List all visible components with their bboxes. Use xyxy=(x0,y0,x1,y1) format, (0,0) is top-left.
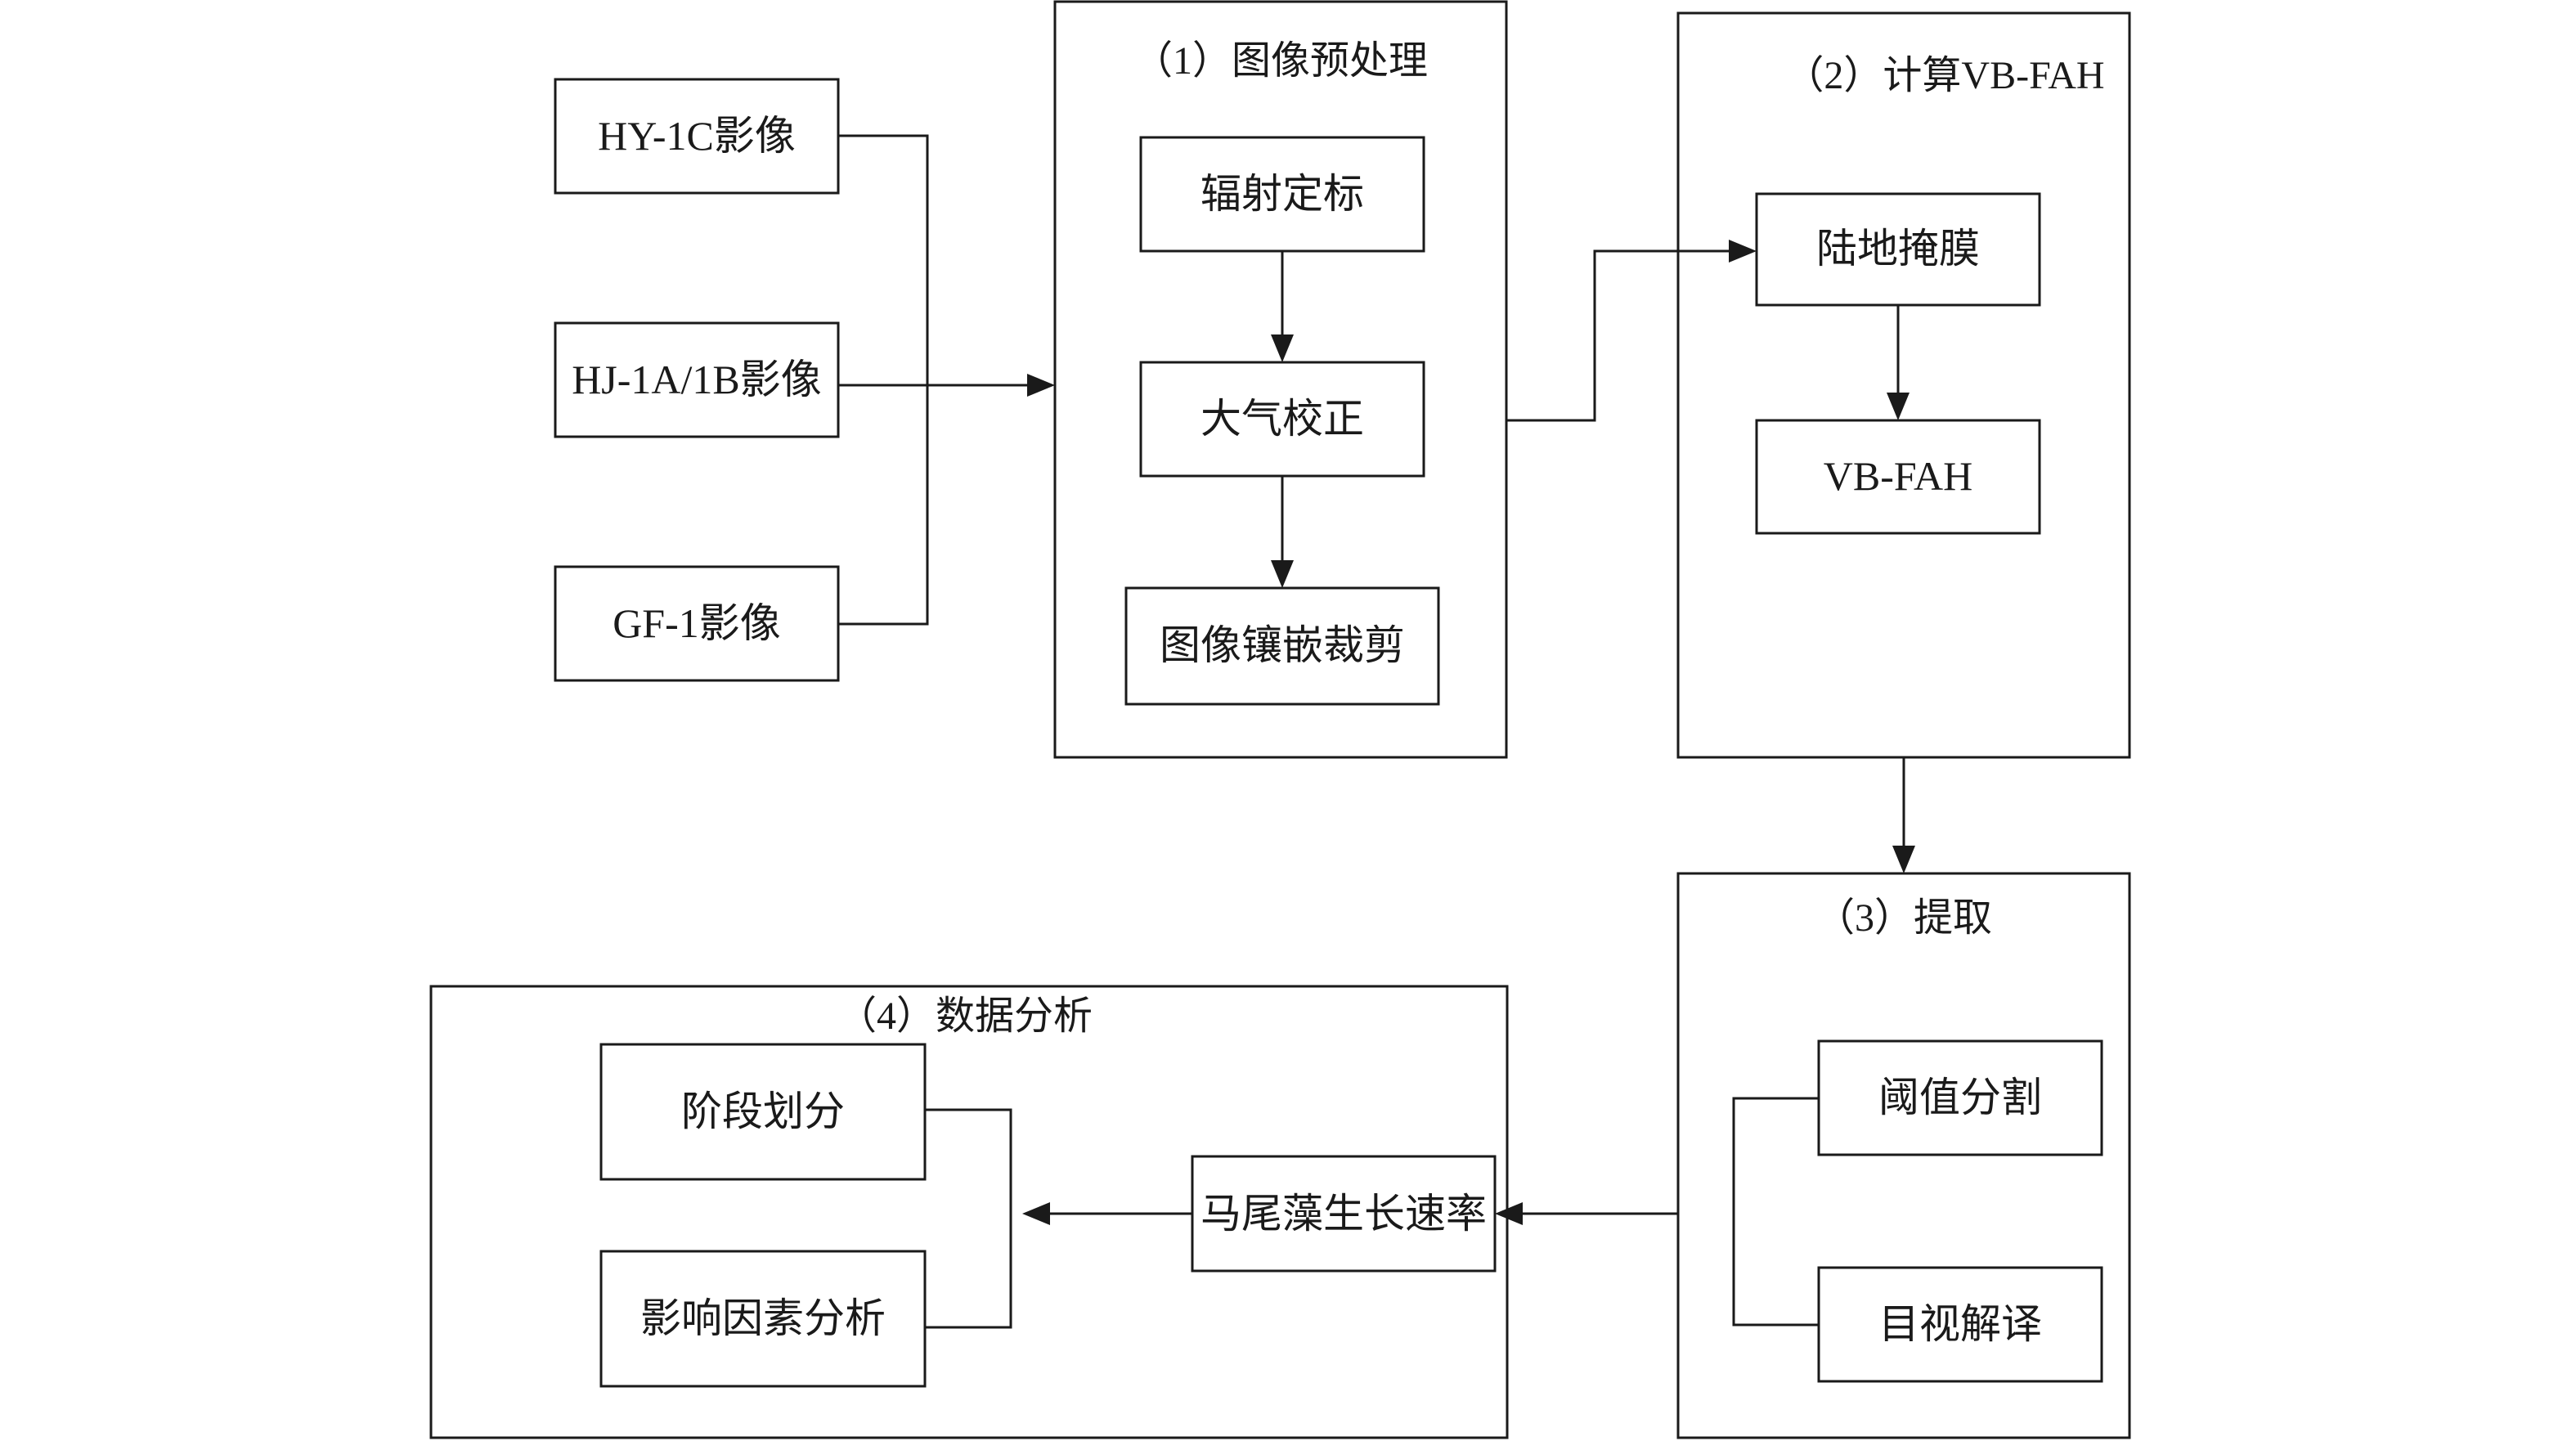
connector-land-mask-to-vbfah xyxy=(1887,305,1910,420)
node-vbfah: VB-FAH xyxy=(1755,419,2041,535)
connector-growth-rate-to-analysis xyxy=(1022,1202,1192,1225)
node-factors-label: 影响因素分析 xyxy=(640,1295,886,1341)
node-gf1: GF-1影像 xyxy=(554,565,840,682)
node-stage: 阶段划分 xyxy=(599,1043,927,1181)
connector-analysis-bracket xyxy=(925,1108,1012,1329)
node-hj1ab: HJ-1A/1B影像 xyxy=(554,321,840,438)
connector-preprocess-to-land-mask xyxy=(1506,240,1757,422)
node-hy1c-label: HY-1C影像 xyxy=(598,113,796,159)
node-hj1ab-label: HJ-1A/1B影像 xyxy=(572,357,822,402)
node-mosaic: 图像镶嵌裁剪 xyxy=(1124,586,1440,706)
node-visual-label: 目视解译 xyxy=(1878,1301,2042,1347)
node-radiometric-label: 辐射定标 xyxy=(1200,171,1364,217)
arrow-head xyxy=(1729,240,1757,263)
arrow-head xyxy=(1892,846,1915,873)
arrow-head xyxy=(1495,1202,1523,1225)
node-factors: 影响因素分析 xyxy=(599,1250,927,1388)
arrow-head xyxy=(1271,560,1294,588)
node-mosaic-label: 图像镶嵌裁剪 xyxy=(1160,622,1405,668)
node-gf1-label: GF-1影像 xyxy=(613,600,781,646)
arrow-head xyxy=(1887,393,1910,420)
connector-compute-to-extract xyxy=(1892,757,1915,873)
node-visual: 目视解译 xyxy=(1817,1266,2103,1383)
arrow-head xyxy=(1022,1202,1050,1225)
node-radiometric: 辐射定标 xyxy=(1139,136,1425,253)
group-compute: （2）计算VB-FAH xyxy=(1676,11,2131,759)
node-threshold-label: 阈值分割 xyxy=(1878,1075,2042,1120)
group-preprocess-title: （1）图像预处理 xyxy=(1133,39,1428,83)
arrow-head xyxy=(1027,374,1055,397)
node-land-mask: 陆地掩膜 xyxy=(1755,192,2041,307)
connector-radiometric-to-atmospheric xyxy=(1271,251,1294,362)
node-vbfah-label: VB-FAH xyxy=(1824,453,1972,499)
connector-extract-bracket xyxy=(1732,1097,1819,1327)
arrow-head xyxy=(1271,334,1294,362)
node-growth-rate: 马尾藻生长速率 xyxy=(1191,1155,1497,1273)
connector-inputs-to-preprocess xyxy=(838,134,1055,626)
group-compute-title: （2）计算VB-FAH xyxy=(1784,54,2104,97)
node-threshold: 阈值分割 xyxy=(1817,1039,2103,1156)
group-extract-title: （3）提取 xyxy=(1815,896,1992,940)
connector-atmospheric-to-mosaic xyxy=(1271,476,1294,588)
node-atmospheric-label: 大气校正 xyxy=(1200,396,1364,442)
node-hy1c: HY-1C影像 xyxy=(554,78,840,195)
connector-extract-to-growth-rate xyxy=(1495,1202,1678,1225)
node-stage-label: 阶段划分 xyxy=(681,1089,845,1134)
node-atmospheric: 大气校正 xyxy=(1139,361,1425,478)
group-analysis-title: （4）数据分析 xyxy=(837,994,1093,1038)
node-growth-rate-label: 马尾藻生长速率 xyxy=(1200,1191,1487,1237)
node-land-mask-label: 陆地掩膜 xyxy=(1816,226,1980,272)
